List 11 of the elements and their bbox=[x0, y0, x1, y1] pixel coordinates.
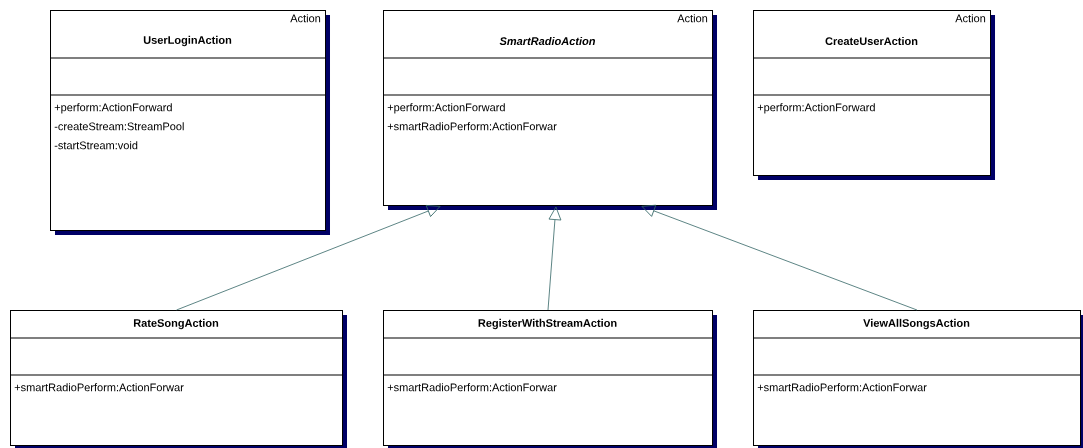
stereotype-label: Action bbox=[955, 14, 986, 23]
arrow bbox=[641, 204, 918, 311]
method-label: +perform:ActionForward bbox=[54, 103, 172, 114]
method-label: -startStream:void bbox=[54, 141, 138, 150]
method-label: +perform:ActionForward bbox=[757, 103, 875, 114]
class-name: CreateUserAction bbox=[825, 36, 918, 46]
arrow bbox=[547, 206, 562, 311]
class-name: UserLoginAction bbox=[143, 35, 232, 47]
stereotype-label: Action bbox=[290, 14, 321, 23]
method-label: -createStream:StreamPool bbox=[54, 122, 184, 131]
arrow bbox=[176, 205, 441, 311]
